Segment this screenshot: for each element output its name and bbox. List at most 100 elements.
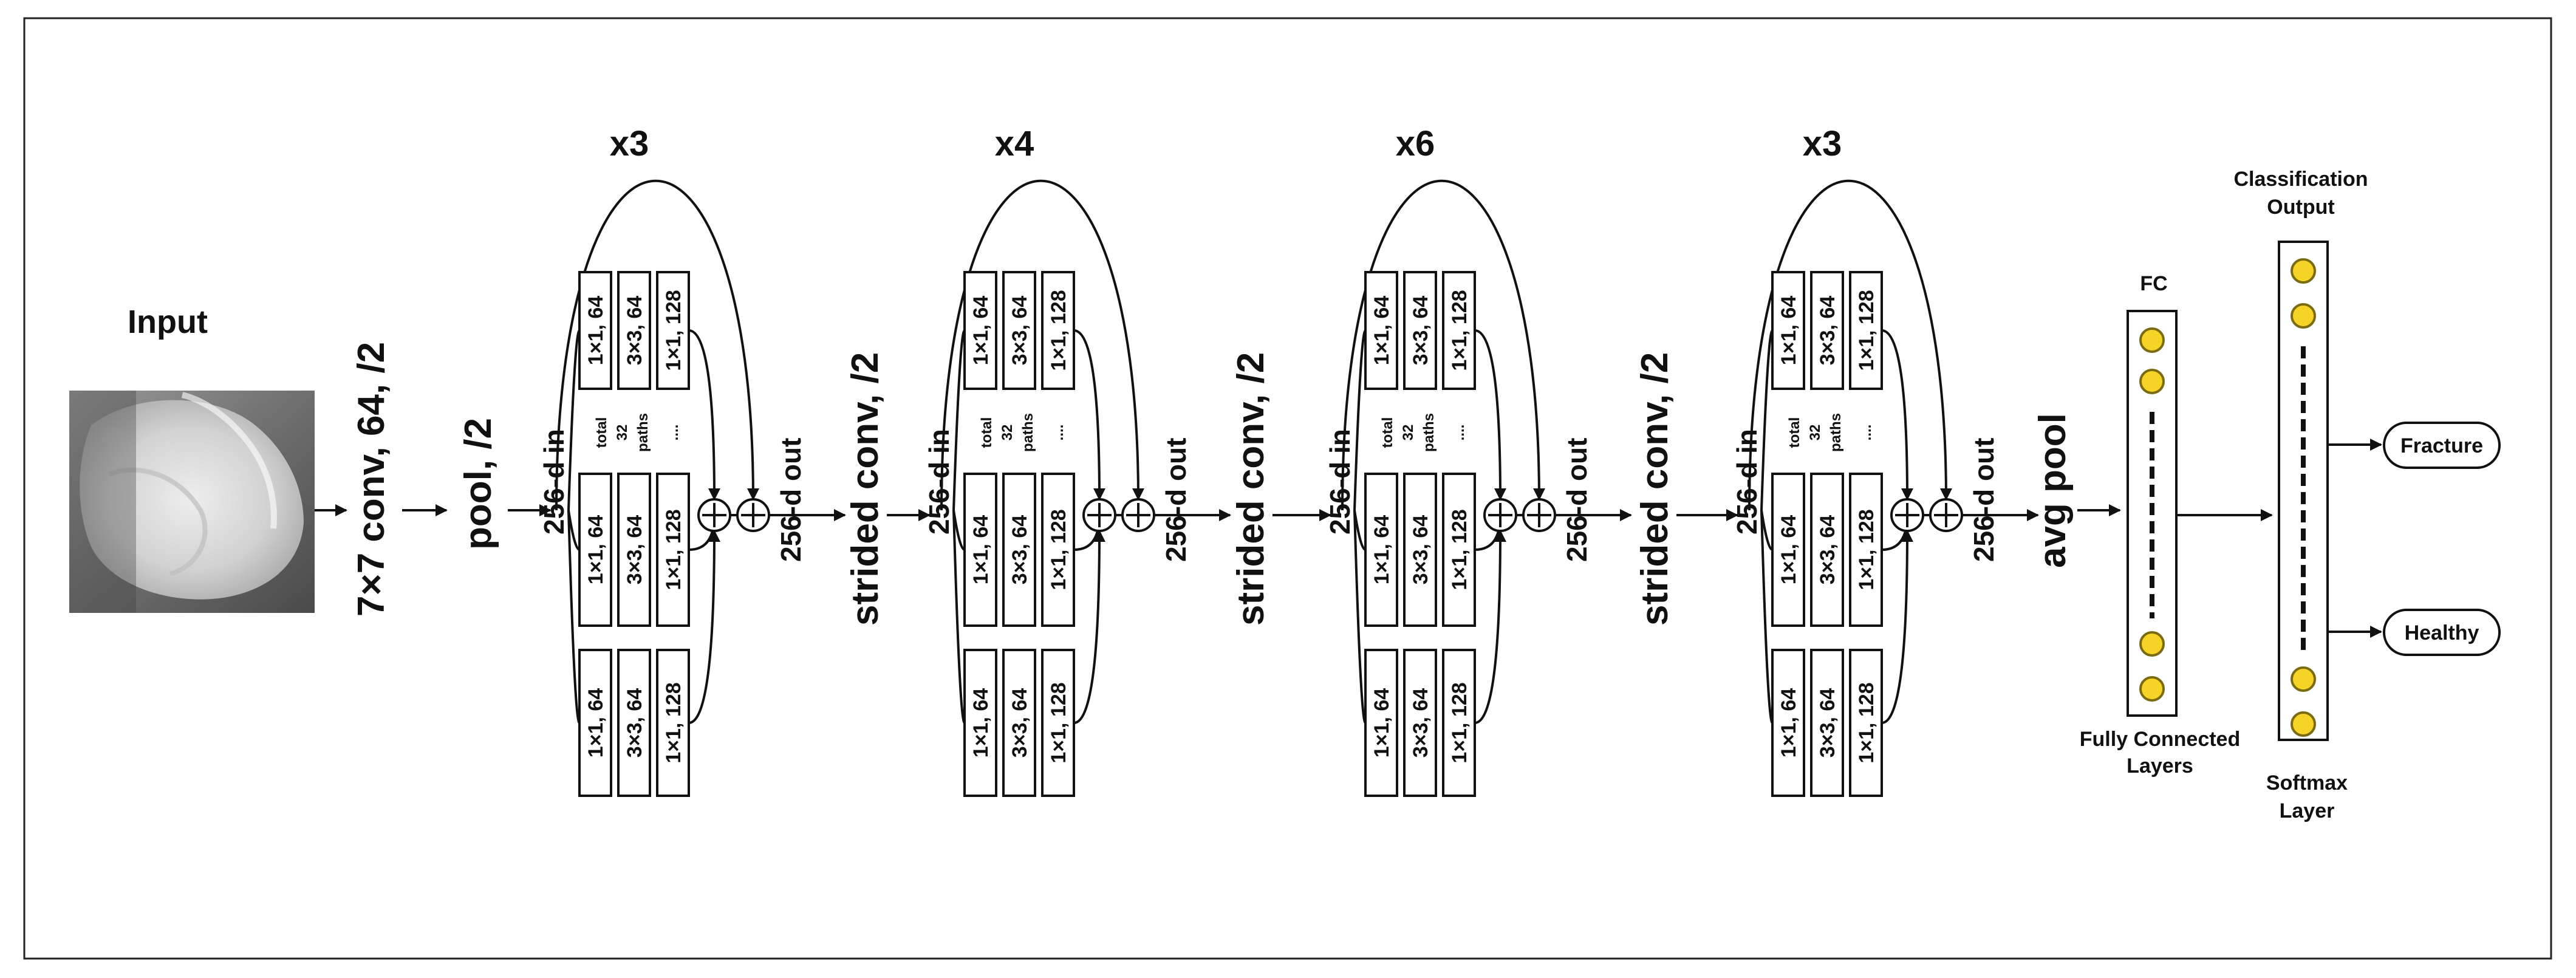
conv-module-label: 3×3, 64 xyxy=(1409,515,1432,584)
conv-module-label: 1×1, 128 xyxy=(1448,509,1471,590)
conv-module-label: 3×3, 64 xyxy=(1008,296,1031,365)
conv-module-box xyxy=(1810,649,1844,797)
conv-module-label: 1×1, 64 xyxy=(969,296,992,365)
softmax-top-label-1: Classification xyxy=(2233,168,2368,191)
fc-neuron xyxy=(2139,676,2165,702)
paths-word: paths xyxy=(1828,413,1844,452)
healthy-output-node xyxy=(2383,609,2501,656)
repeat-loop-arrow xyxy=(1341,179,1545,511)
branch-out-arrow xyxy=(1881,329,1913,501)
x-ray-image xyxy=(69,391,315,613)
conv-module-label: 1×1, 64 xyxy=(584,688,607,757)
figure-frame xyxy=(23,17,2552,960)
conv-module-box xyxy=(578,271,612,390)
pool-label: pool, /2 xyxy=(457,418,499,550)
paths-word: 32 xyxy=(999,425,1016,441)
conv-module-label: 1×1, 128 xyxy=(662,682,685,763)
conv-module-label: 3×3, 64 xyxy=(1008,515,1031,584)
branch-out-arrow xyxy=(1073,329,1105,501)
conv-module-label: 3×3, 64 xyxy=(1008,688,1031,757)
branch-in-line xyxy=(952,329,966,511)
paths-word: total xyxy=(1786,417,1803,448)
paths-word: paths xyxy=(1020,413,1036,452)
branch-out-arrow xyxy=(1881,530,1913,724)
fc-neuron xyxy=(2139,327,2165,353)
conv-module-label: 1×1, 128 xyxy=(1448,290,1471,371)
conv-module-box xyxy=(1364,649,1398,797)
conv-module-box xyxy=(617,271,651,390)
stage-in-label: 256-d in xyxy=(1731,429,1763,535)
softmax-bottom-label-2: Layer xyxy=(2280,799,2335,822)
repeat-label: x4 xyxy=(995,124,1034,163)
stage-in-label: 256-d in xyxy=(923,429,955,535)
branch-out-arrow xyxy=(1474,329,1506,501)
conv-module-box xyxy=(1442,473,1476,627)
conv-module-label: 1×1, 128 xyxy=(1855,509,1878,590)
healthy-output-label: Healthy xyxy=(2405,621,2479,645)
conv-module-label: 1×1, 128 xyxy=(1047,682,1070,763)
conv-module-label: 1×1, 128 xyxy=(1047,290,1070,371)
stage-2: x4 256-d in 1×1, 64 3×3, 64 1×1, 128 1×1, 64 3… xyxy=(923,124,1231,797)
fc-bottom-label-2: Layers xyxy=(2127,754,2193,778)
repeat-loop-arrow xyxy=(1748,179,1952,511)
repeat-loop-arrow xyxy=(555,179,759,511)
repeat-label: x6 xyxy=(1396,124,1435,163)
conv-module-label: 3×3, 64 xyxy=(1816,296,1839,365)
conv-module-box xyxy=(578,649,612,797)
softmax-neuron xyxy=(2291,666,2316,692)
conv-module-box xyxy=(578,473,612,627)
branch-in-line xyxy=(1760,510,1774,724)
conv-module-box xyxy=(1810,473,1844,627)
paths-word: total xyxy=(1379,417,1396,448)
stage-in-label: 256-d in xyxy=(538,429,570,535)
conv-module-box xyxy=(1442,649,1476,797)
conv-module-label: 1×1, 64 xyxy=(1777,688,1800,757)
conv-module-label: 1×1, 64 xyxy=(584,296,607,365)
paths-word: paths xyxy=(635,413,651,452)
conv-module-box xyxy=(1771,473,1805,627)
conv-module-box xyxy=(1403,649,1437,797)
paths-ellipsis: .... xyxy=(1858,425,1874,441)
conv-module-box xyxy=(1002,271,1036,390)
conv-module-box xyxy=(1041,473,1075,627)
paths-word: 32 xyxy=(614,425,630,441)
conv-module-box xyxy=(1041,271,1075,390)
transition-label-3: strided conv, /2 xyxy=(1634,352,1676,626)
conv-module-box xyxy=(1041,649,1075,797)
paths-ellipsis: .... xyxy=(665,425,682,441)
branch-in-line xyxy=(1760,329,1774,511)
branch-in-line xyxy=(567,510,581,724)
conv-module-label: 1×1, 64 xyxy=(1777,296,1800,365)
conv-module-box xyxy=(1849,473,1883,627)
conv-module-label: 3×3, 64 xyxy=(1409,688,1432,757)
conv-module-box xyxy=(656,271,690,390)
conv-module-box xyxy=(1442,271,1476,390)
repeat-loop-arrow xyxy=(940,179,1144,511)
conv-module-label: 3×3, 64 xyxy=(623,296,646,365)
branch-out-arrow xyxy=(1073,530,1105,724)
stage-out-label: 256-d out xyxy=(1968,438,2000,562)
softmax-neuron xyxy=(2291,258,2316,284)
conv-module-box xyxy=(1810,271,1844,390)
stage-out-label: 256-d out xyxy=(1561,438,1593,562)
conv-module-box xyxy=(656,649,690,797)
conv-module-label: 3×3, 64 xyxy=(623,688,646,757)
conv-module-label: 1×1, 64 xyxy=(1370,688,1393,757)
conv-module-box xyxy=(963,473,997,627)
fc-neuron xyxy=(2139,369,2165,394)
conv-module-label: 1×1, 128 xyxy=(1448,682,1471,763)
fc-top-label: FC xyxy=(2140,272,2167,295)
conv-module-box xyxy=(656,473,690,627)
softmax-top-label-2: Output xyxy=(2267,196,2334,219)
softmax-neuron xyxy=(2291,711,2316,737)
fracture-output-label: Fracture xyxy=(2400,434,2483,457)
paths-ellipsis: .... xyxy=(1050,425,1067,441)
branch-in-line xyxy=(1353,329,1367,511)
conv-module-label: 3×3, 64 xyxy=(1816,515,1839,584)
conv-module-box xyxy=(1849,271,1883,390)
conv-module-label: 1×1, 64 xyxy=(969,515,992,584)
conv-module-box xyxy=(1364,473,1398,627)
